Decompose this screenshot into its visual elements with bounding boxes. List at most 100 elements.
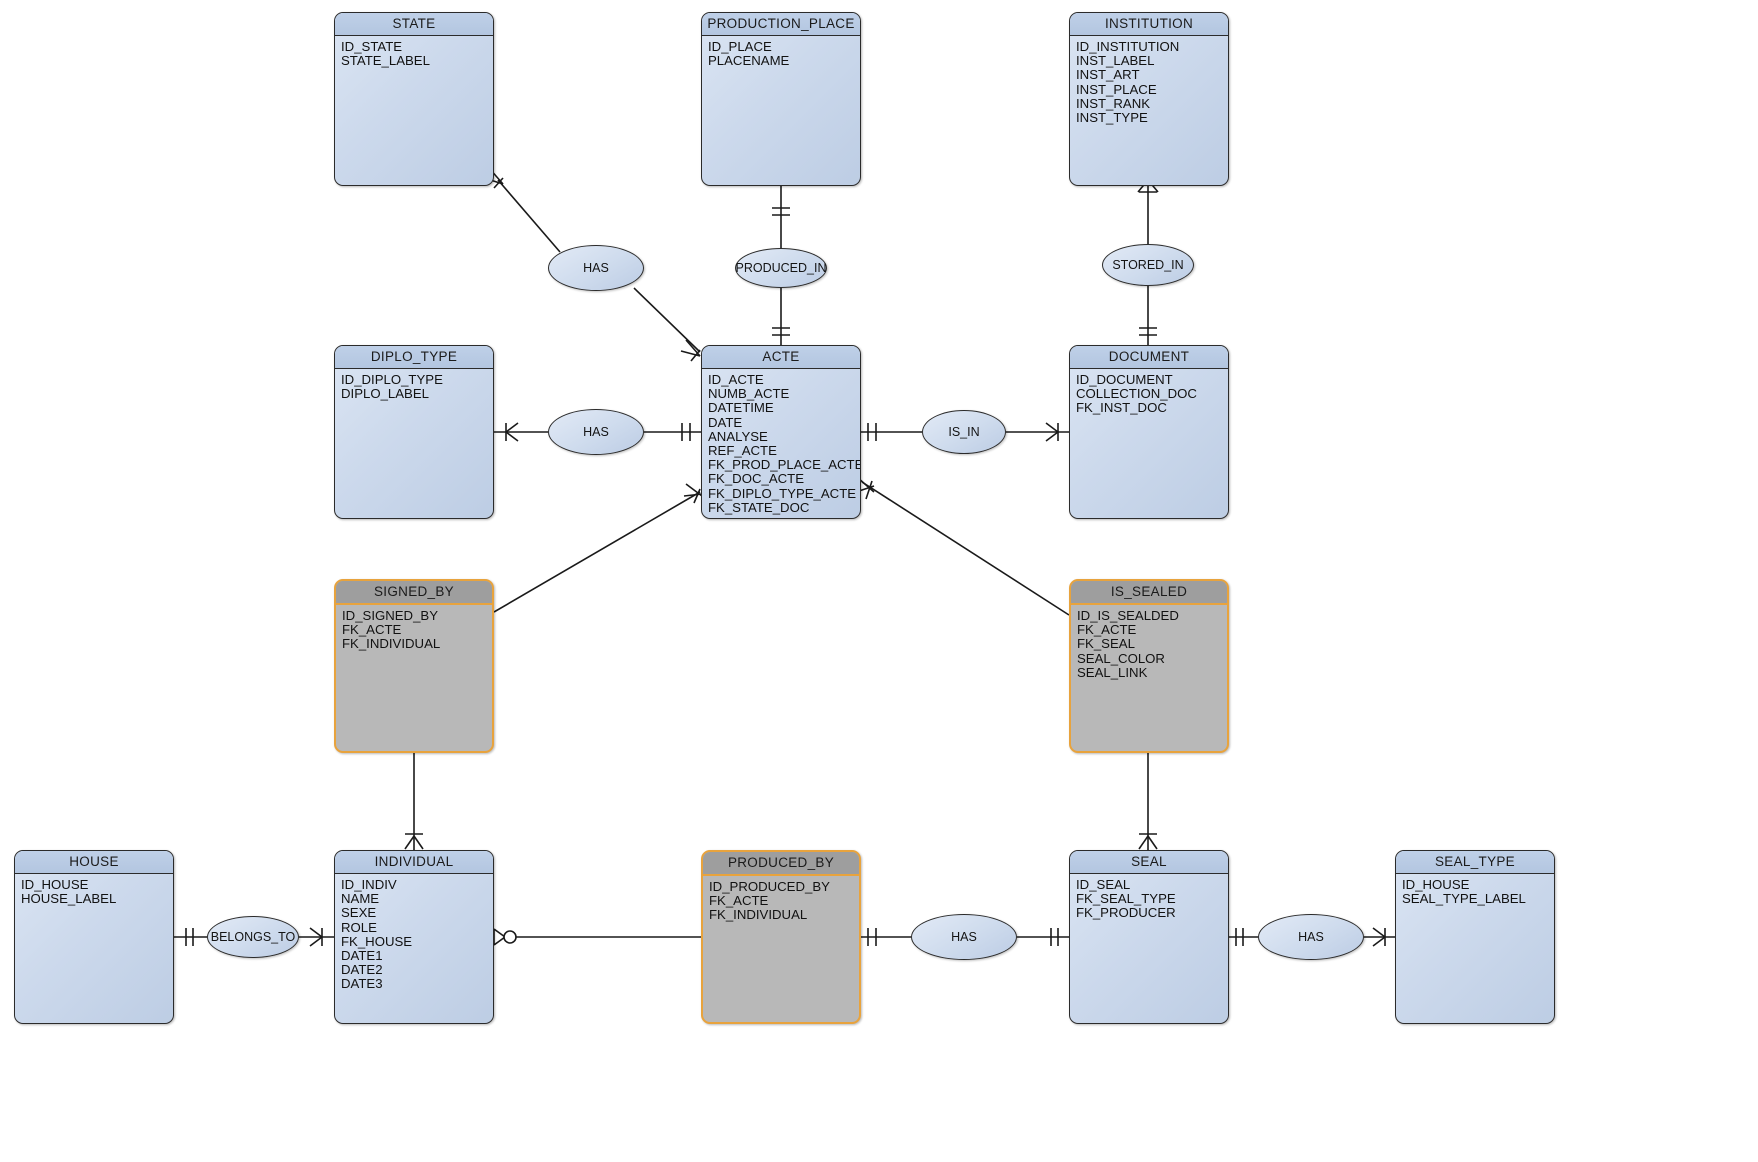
attribute: DIPLO_LABEL [341, 386, 429, 402]
attribute: FK_ACTE [1077, 622, 1137, 638]
crowfoot-acte-signedby [683, 483, 703, 504]
relationship-label: STORED_IN [1112, 258, 1184, 272]
relationship-label: HAS [1298, 930, 1324, 944]
attribute: FK_INST_DOC [1076, 400, 1167, 416]
relationship-label: HAS [951, 930, 977, 944]
entity-title-produced_by: PRODUCED_BY [703, 852, 859, 876]
attribute: ID_DIPLO_TYPE [341, 372, 443, 387]
ticks-document-storedin [1139, 327, 1157, 336]
attribute: ANALYSE [708, 428, 768, 444]
attribute: FK_STATE_DOC [708, 499, 810, 515]
attribute: FK_ACTE [342, 622, 402, 638]
attribute: DATE1 [341, 948, 383, 964]
crowfoot-acte-state [680, 339, 701, 362]
entity-title-state: STATE [335, 13, 493, 36]
ticks-seal-hassealtype [1235, 928, 1244, 946]
attribute: INST_TYPE [1076, 110, 1148, 126]
attribute: FK_SEAL_TYPE [1076, 891, 1176, 907]
connector-acte-signedby [493, 491, 701, 613]
relationship-rel_has_sealtype[interactable]: HAS [1258, 914, 1364, 960]
attribute: ID_PLACE [708, 39, 772, 54]
attribute: SEAL_LINK [1077, 664, 1148, 680]
attribute: PLACENAME [708, 53, 790, 69]
relationship-rel_produced_in[interactable]: PRODUCED_IN [735, 248, 827, 288]
entity-title-institution: INSTITUTION [1070, 13, 1228, 36]
ticks-acte-diplo [681, 423, 691, 441]
attribute: ROLE [341, 919, 377, 935]
attribute: NAME [341, 891, 380, 907]
entity-title-diplo_type: DIPLO_TYPE [335, 346, 493, 369]
attribute: ID_INSTITUTION [1076, 39, 1180, 54]
connector-has-acte-state [633, 287, 701, 353]
relationship-label: HAS [583, 261, 609, 275]
attribute: REF_ACTE [708, 443, 777, 459]
entity-title-seal: SEAL [1070, 851, 1228, 874]
attribute: ID_IS_SEALDED [1077, 608, 1179, 623]
attribute: FK_HOUSE [341, 933, 413, 949]
attribute: DATETIME [708, 400, 774, 416]
relationship-label: PRODUCED_IN [735, 261, 827, 275]
relationship-rel_has_diplo[interactable]: HAS [548, 409, 644, 455]
crowfoot-seal-issealed [1138, 833, 1158, 850]
attribute: STATE_LABEL [341, 53, 430, 69]
attribute: DATE3 [341, 976, 383, 992]
crowfoot-diplotype [505, 422, 519, 442]
relationship-rel_belongs_to[interactable]: BELONGS_TO [207, 916, 299, 958]
attribute: FK_ACTE [709, 893, 769, 909]
entity-title-seal_type: SEAL_TYPE [1396, 851, 1554, 874]
entity-title-acte: ACTE [702, 346, 860, 369]
relationship-rel_has_state[interactable]: HAS [548, 245, 644, 291]
attribute: NUMB_ACTE [708, 386, 790, 402]
attribute: ID_STATE [341, 39, 403, 54]
attribute: HOUSE_LABEL [21, 891, 117, 907]
attribute: FK_DOC_ACTE [708, 471, 804, 487]
relationship-rel_stored_in[interactable]: STORED_IN [1102, 244, 1194, 286]
attribute: INST_RANK [1076, 95, 1151, 111]
optional-marker-individual [503, 930, 517, 944]
connector-acte-issealed [861, 481, 1070, 616]
attribute: SEAL_TYPE_LABEL [1402, 891, 1526, 907]
entity-title-is_sealed: IS_SEALED [1071, 581, 1227, 605]
attribute: SEAL_COLOR [1077, 650, 1165, 666]
ticks-prodplace [772, 207, 790, 216]
crowfoot-document-isin [1045, 422, 1059, 442]
crowfoot-individual-signedby [404, 833, 424, 850]
attribute: FK_SEAL [1077, 636, 1135, 652]
attribute: FK_PROD_PLACE_ACTE [708, 457, 861, 473]
connector-state-has [497, 179, 561, 253]
entity-title-signed_by: SIGNED_BY [336, 581, 492, 605]
crowfoot-individual-producedby [493, 928, 506, 946]
attribute: ID_PRODUCED_BY [709, 879, 830, 894]
entity-title-house: HOUSE [15, 851, 173, 874]
ticks-house-belongsto [185, 928, 194, 946]
relationship-label: IS_IN [948, 425, 980, 439]
relationship-rel_has_prodby[interactable]: HAS [911, 914, 1017, 960]
attribute: ID_DOCUMENT [1076, 372, 1173, 387]
ticks-producedby-has [867, 928, 877, 946]
relationship-rel_is_in[interactable]: IS_IN [922, 410, 1006, 454]
